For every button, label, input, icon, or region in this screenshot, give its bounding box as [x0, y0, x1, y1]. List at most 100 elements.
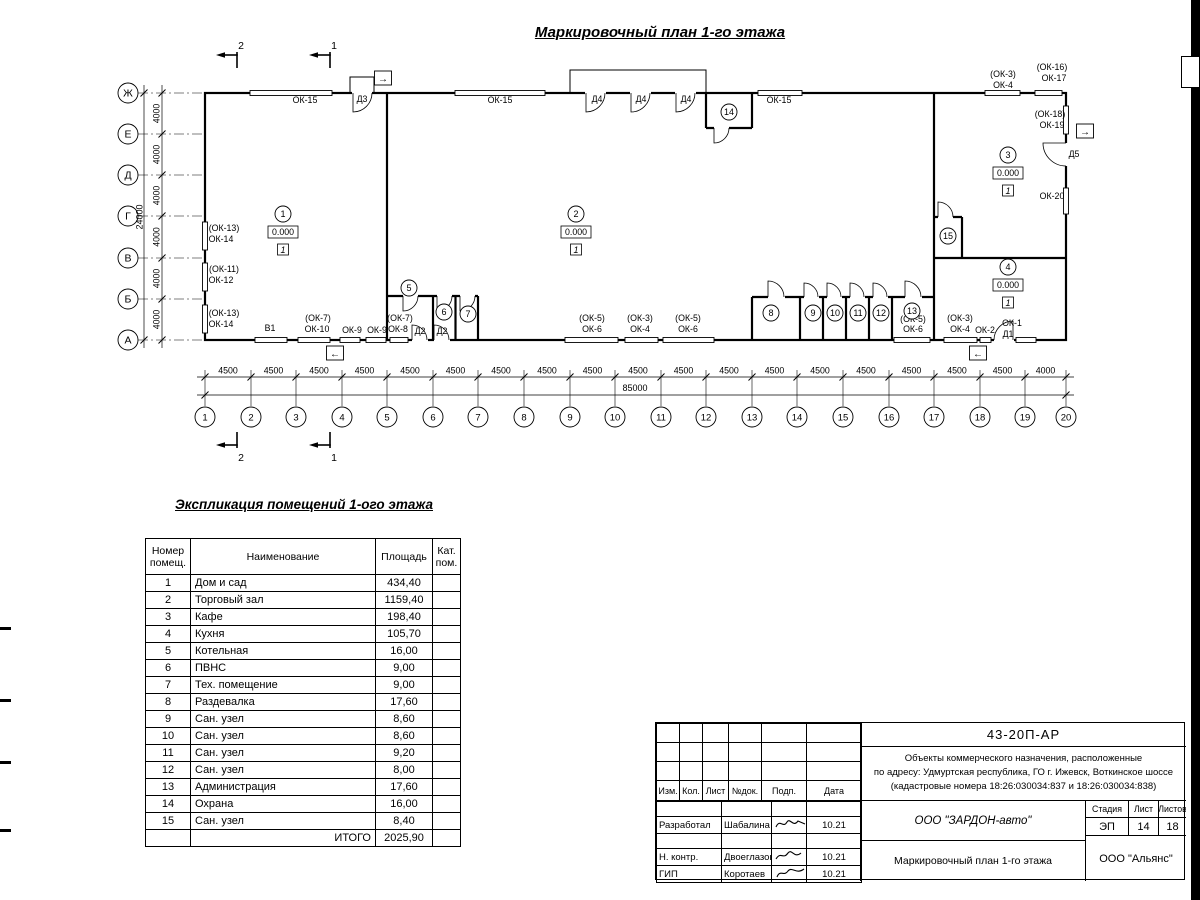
staff-row: Разработал Шабалина 10.21	[656, 816, 862, 834]
row-axis-label: Д	[124, 170, 131, 182]
section-arrowhead-icon	[216, 52, 225, 58]
plan-label: ОК-10	[305, 324, 330, 334]
col-axis-label: 18	[975, 413, 986, 424]
room-number-cell: 11	[145, 744, 191, 762]
dim-label: 4000	[152, 145, 162, 165]
dim-tick	[520, 373, 528, 381]
col-axis-label: 2	[248, 413, 253, 424]
windows	[202, 90, 1069, 343]
col-header-name: Наименование	[190, 538, 376, 575]
room-number: 3	[1005, 150, 1010, 160]
room-name-cell: Тех. помещение	[190, 676, 376, 694]
plan-label: ОК-4	[630, 324, 650, 334]
room-name-cell: Охрана	[190, 795, 376, 813]
col-axis-label: 20	[1061, 413, 1072, 424]
dim-tick	[140, 336, 148, 344]
col-axis-bubble	[285, 406, 307, 428]
col-axis-bubble	[559, 406, 581, 428]
staff-role: Н. контр.	[656, 848, 722, 866]
room-area-cell: 17,60	[375, 778, 433, 796]
revision-row	[656, 742, 862, 762]
room-number-cell: 1	[145, 574, 191, 592]
plan-label: (ОК-18)	[1035, 109, 1066, 119]
room-number-cell: 13	[145, 778, 191, 796]
room-category-cell	[432, 761, 461, 779]
room-marker	[567, 205, 585, 223]
signature	[775, 820, 806, 828]
plan-label: ОК-15	[767, 95, 792, 105]
elevation-value: 0.000	[997, 168, 1019, 178]
col-axis-label: 1	[202, 413, 207, 424]
plan-label: ОК-14	[209, 319, 234, 329]
col-axis-bubble	[467, 406, 489, 428]
room-number: 13	[907, 306, 917, 316]
revision-header-row: Изм. Кол. Лист №док. Подп. Дата	[656, 780, 862, 801]
stage-value: ЭП	[1086, 818, 1128, 836]
dim-label: 4500	[264, 366, 284, 376]
plan-label: В1	[265, 323, 276, 333]
col-header-category: Кат. пом.	[432, 538, 461, 575]
row-axis-bubble	[117, 164, 139, 186]
col-axis-bubble	[786, 406, 808, 428]
room-name-cell: Раздевалка	[190, 693, 376, 711]
dim-tick	[839, 373, 847, 381]
plan-label: ОК-9	[367, 325, 387, 335]
elevation-box	[560, 225, 592, 239]
elevation-box	[992, 166, 1024, 180]
room-name-cell: Сан. узел	[190, 727, 376, 745]
plan-label: ОК-14	[209, 234, 234, 244]
room-number: 7	[465, 309, 470, 319]
room-number-cell: 4	[145, 625, 191, 643]
room-number: 8	[768, 308, 773, 318]
dim-label: 4500	[491, 366, 511, 376]
title-block-right: 43-20П-АР Объекты коммерческого назначен…	[861, 723, 1186, 881]
dim-label: 4000	[152, 310, 162, 330]
dim-label: 4500	[810, 366, 830, 376]
staff-date: 10.21	[806, 865, 862, 883]
dim-label: 4500	[902, 366, 922, 376]
dim-tick	[158, 212, 166, 220]
room-number-cell: 6	[145, 659, 191, 677]
room-marker	[435, 303, 453, 321]
room-area-cell: 198,40	[375, 608, 433, 626]
room-name-cell: Кафе	[190, 608, 376, 626]
room-area-cell: 1159,40	[375, 591, 433, 609]
section-label: 2	[238, 40, 244, 52]
dim-label: 4500	[765, 366, 785, 376]
plan-label: ОК-6	[582, 324, 602, 334]
floor-type-number: 1	[573, 245, 578, 255]
floor-type-number: 1	[1005, 186, 1010, 196]
staff-row: Н. контр. Двоеглазов 10.21	[656, 848, 862, 866]
dim-tick	[1062, 373, 1070, 381]
row-axis-label: Е	[124, 129, 131, 141]
dim-label: 4500	[446, 366, 466, 376]
room-category-cell	[432, 812, 461, 830]
section-label: 1	[331, 40, 337, 52]
exit-arrow-icon: ←	[330, 349, 340, 360]
room-area-cell: 8,60	[375, 710, 433, 728]
door-swings	[352, 92, 1067, 341]
plan-label: (ОК-3)	[990, 69, 1016, 79]
staff-date: 10.21	[806, 848, 862, 866]
dim-total-label: 24000	[135, 204, 145, 229]
plan-label: Д5	[1069, 149, 1080, 159]
dim-tick	[292, 373, 300, 381]
dim-label: 4000	[152, 186, 162, 206]
floor-type-number: 1	[1005, 298, 1010, 308]
room-area-cell: 16,00	[375, 642, 433, 660]
staff-table: Разработал Шабалина 10.21 Н. контр. Двое…	[656, 801, 862, 883]
row-axis-bubble	[117, 329, 139, 351]
plan-label: ОК-15	[488, 95, 513, 105]
floor-type-box	[1002, 184, 1014, 197]
dim-label: 4500	[947, 366, 967, 376]
explication-title: Экспликация помещений 1-ого этажа	[175, 497, 433, 512]
room-name-cell: Котельная	[190, 642, 376, 660]
room-name-cell: ПВНС	[190, 659, 376, 677]
plan-label: ОК-2	[975, 325, 995, 335]
